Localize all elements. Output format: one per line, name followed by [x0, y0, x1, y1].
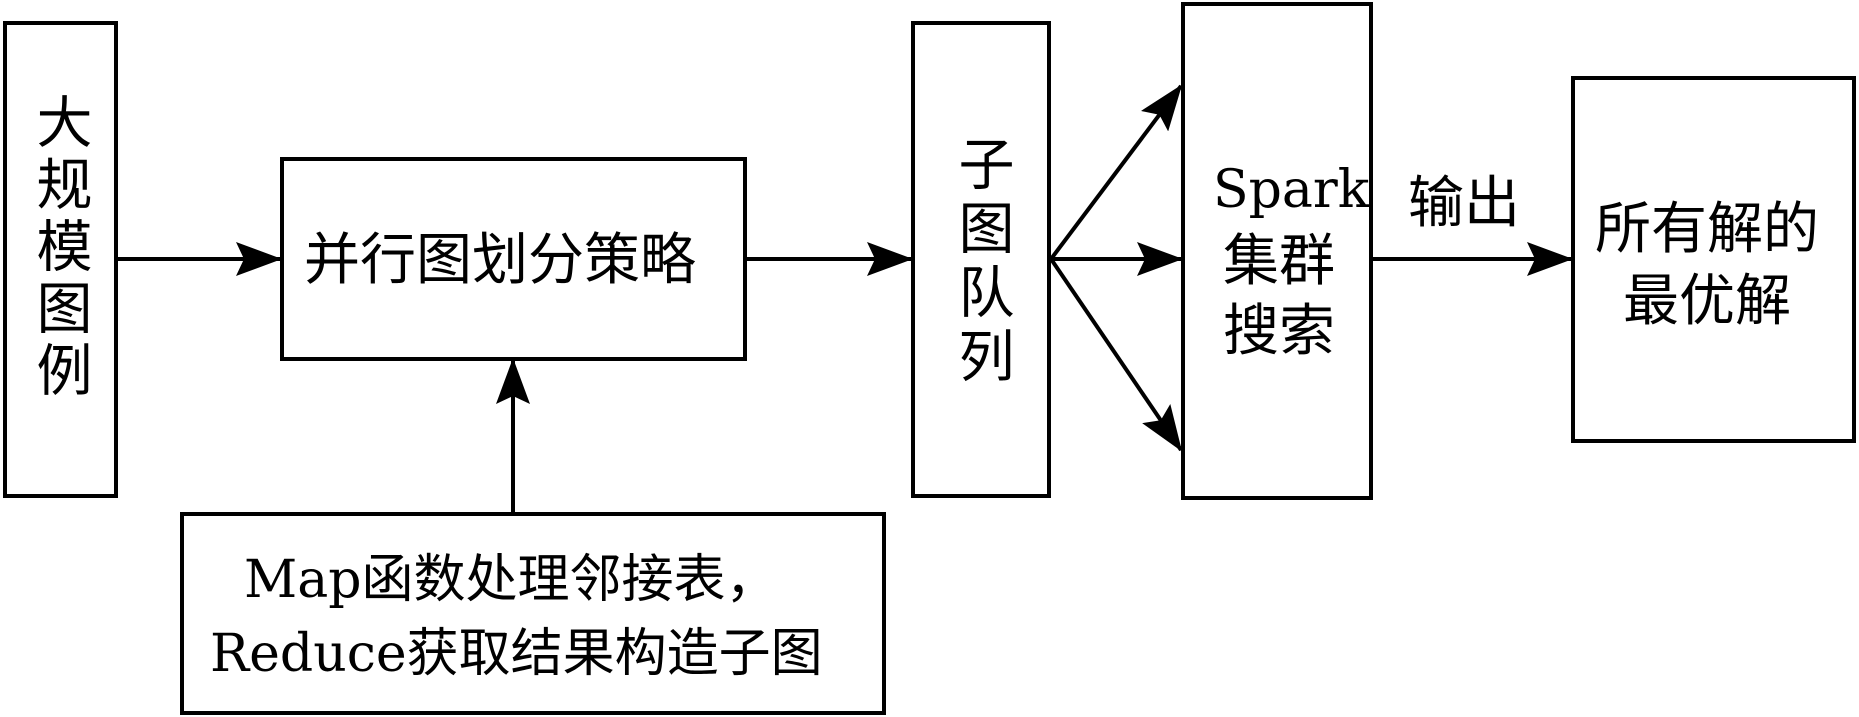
node-subgraph-queue-label: 子图队列: [949, 135, 1014, 391]
node-spark-line1: Spark: [1213, 160, 1370, 220]
node-subgraph-queue: 子图队列: [911, 21, 1051, 498]
node-partition-strategy: 并行图划分策略: [280, 157, 747, 361]
node-spark-line3: 搜索: [1223, 299, 1335, 364]
node-partition-strategy-label: 并行图划分策略: [304, 228, 696, 293]
node-mapreduce: Map函数处理邻接表， Reduce获取结果构造子图: [180, 512, 886, 715]
node-spark-line2: 集群: [1223, 229, 1335, 294]
node-mapreduce-line1: Map函数处理邻接表，: [244, 550, 778, 610]
node-result-line2: 最优解: [1623, 269, 1791, 334]
node-optimal-result: 所有解的 最优解: [1571, 76, 1856, 443]
edge-output-label: 输出: [1408, 171, 1520, 236]
node-mapreduce-line2: Reduce获取结果构造子图: [210, 624, 823, 684]
edge-queue-to-spark-top: [1049, 84, 1183, 261]
node-large-graph: 大规模图例: [3, 21, 118, 498]
node-spark-search: Spark 集群 搜索: [1181, 2, 1373, 500]
node-result-line1: 所有解的: [1595, 197, 1819, 262]
node-large-graph-label: 大规模图例: [27, 93, 92, 403]
edge-queue-to-spark-bottom: [1049, 257, 1183, 452]
